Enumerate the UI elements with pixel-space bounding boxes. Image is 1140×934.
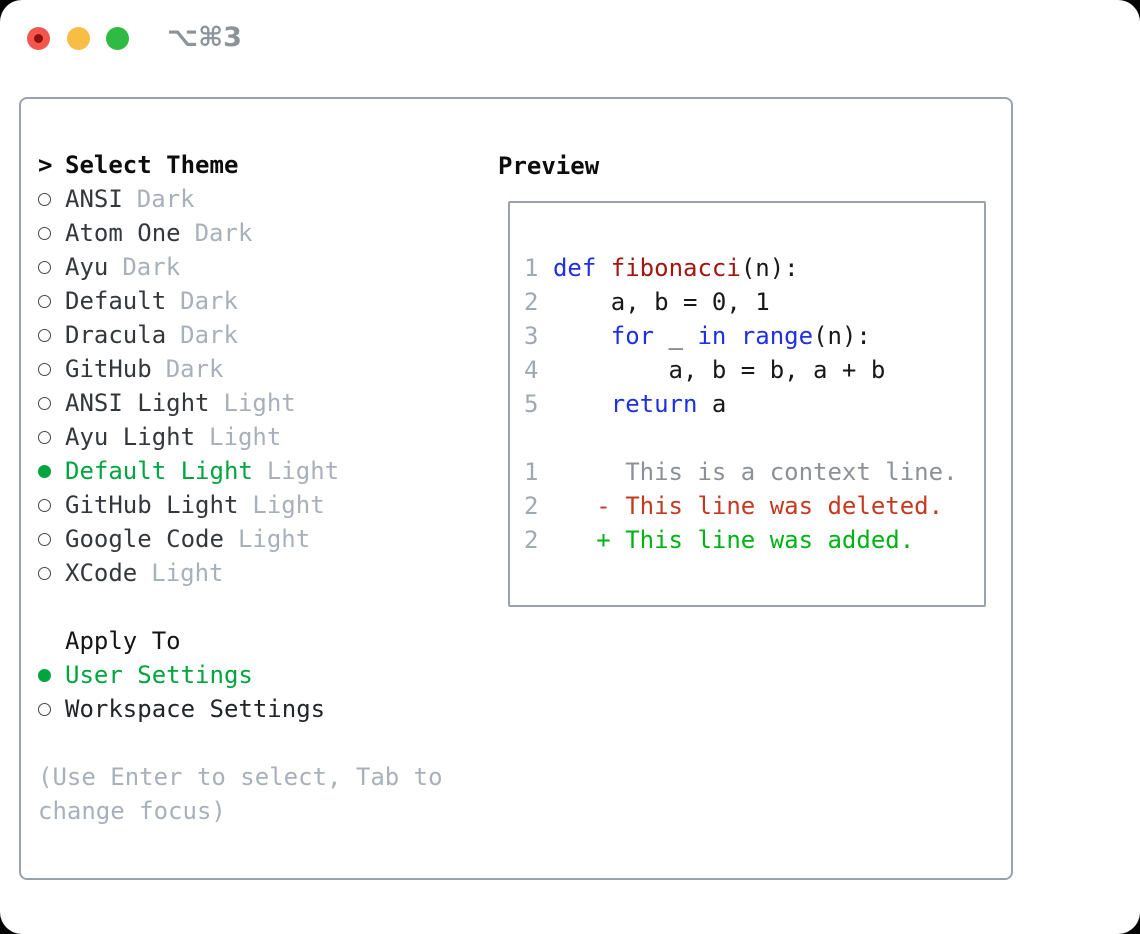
theme-variant-tag: Light — [237, 525, 311, 553]
theme-option-github-light[interactable]: GitHub Light Light — [38, 488, 339, 522]
minimize-button[interactable] — [67, 27, 90, 50]
radio-icon — [38, 260, 65, 274]
preview-line: 4 a, b = b, a + b — [524, 353, 984, 387]
theme-list-header: > Select Theme — [38, 148, 339, 182]
theme-name: ANSI — [65, 185, 123, 213]
preview-line: 1 This is a context line. — [524, 455, 984, 489]
radio-icon — [38, 192, 65, 206]
line-number: 1 — [524, 458, 539, 486]
radio-icon — [38, 702, 65, 716]
theme-option-ayu-light[interactable]: Ayu Light Light — [38, 420, 339, 454]
theme-option-ayu[interactable]: Ayu Dark — [38, 250, 339, 284]
radio-icon — [38, 566, 65, 580]
theme-name: Ayu — [65, 253, 109, 281]
apply-to-title: Apply To — [65, 627, 181, 655]
theme-option-ansi[interactable]: ANSI Dark — [38, 182, 339, 216]
line-number: 4 — [524, 356, 539, 384]
radio-icon — [38, 430, 65, 444]
preview-line: 5 return a — [524, 387, 984, 421]
theme-variant-tag: Light — [266, 457, 340, 485]
radio-icon — [38, 362, 65, 376]
preview-line: 3 for _ in range(n): — [524, 319, 984, 353]
theme-option-github[interactable]: GitHub Dark — [38, 352, 339, 386]
line-content: + This line was added. — [538, 526, 915, 554]
theme-name: GitHub Light — [65, 491, 239, 519]
theme-variant-tag: Light — [209, 423, 282, 451]
theme-name: Default — [65, 287, 167, 315]
theme-option-default[interactable]: Default Dark — [38, 284, 339, 318]
theme-name: Google Code — [65, 525, 224, 553]
line-content: a, b = 0, 1 — [538, 288, 770, 316]
theme-variant-tag: Light — [252, 491, 325, 519]
theme-option-xcode[interactable]: XCode Light — [38, 556, 339, 590]
radio-icon — [38, 328, 65, 342]
preview-line: 2 + This line was added. — [524, 523, 984, 557]
theme-option-ansi-light[interactable]: ANSI Light Light — [38, 386, 339, 420]
theme-option-default-light[interactable]: Default Light Light — [38, 454, 339, 488]
theme-variant-tag: Dark — [165, 355, 224, 383]
theme-name: GitHub — [65, 355, 152, 383]
line-number: 2 — [524, 288, 539, 316]
line-content: a, b = b, a + b — [538, 356, 886, 384]
radio-icon — [38, 226, 65, 240]
theme-name: Ayu Light — [65, 423, 196, 451]
keyboard-hint: (Use Enter to select, Tab to change focu… — [38, 763, 443, 825]
preview-line: 2 a, b = 0, 1 — [524, 285, 984, 319]
radio-icon — [38, 396, 65, 410]
apply-option-user-settings[interactable]: User Settings — [38, 658, 325, 692]
preview-title: Preview — [498, 152, 600, 180]
line-content: - This line was deleted. — [538, 492, 944, 520]
theme-list-title: Select Theme — [65, 151, 239, 179]
preview-line — [524, 421, 984, 455]
cursor-prompt-icon: > — [38, 151, 53, 179]
line-content: def fibonacci(n): — [552, 254, 799, 282]
theme-option-google-code[interactable]: Google Code Light — [38, 522, 339, 556]
theme-name: Dracula — [65, 321, 167, 349]
radio-selected-icon — [38, 668, 65, 682]
preview-line: 2 - This line was deleted. — [524, 489, 984, 523]
preview-line: 1 def fibonacci(n): — [524, 251, 984, 285]
apply-option-label: User Settings — [65, 661, 253, 689]
radio-icon — [38, 532, 65, 546]
line-content: return a — [610, 390, 727, 418]
theme-variant-tag: Light — [151, 559, 224, 587]
line-number: 5 — [524, 390, 539, 418]
theme-option-dracula[interactable]: Dracula Dark — [38, 318, 339, 352]
theme-variant-tag: Dark — [180, 321, 238, 349]
line-number: 3 — [524, 322, 539, 350]
theme-variant-tag: Dark — [122, 253, 181, 281]
theme-option-atom-one[interactable]: Atom One Dark — [38, 216, 339, 250]
theme-name: Default Light — [65, 457, 253, 485]
theme-name: Atom One — [65, 219, 181, 247]
theme-variant-tag: Dark — [194, 219, 253, 247]
theme-name: XCode — [65, 559, 138, 587]
apply-option-workspace-settings[interactable]: Workspace Settings — [38, 692, 325, 726]
apply-option-label: Workspace Settings — [65, 695, 326, 723]
theme-name: ANSI Light — [65, 389, 210, 417]
line-number: 2 — [524, 492, 539, 520]
window-title: ⌥⌘3 — [167, 22, 242, 53]
close-button[interactable] — [27, 27, 50, 50]
line-content: for _ in range(n): — [610, 322, 871, 350]
theme-variant-tag: Light — [223, 389, 296, 417]
theme-variant-tag: Dark — [180, 287, 238, 315]
line-content: This is a context line. — [538, 458, 958, 486]
radio-selected-icon — [38, 464, 65, 478]
zoom-button[interactable] — [106, 27, 129, 50]
radio-icon — [38, 294, 65, 308]
theme-variant-tag: Dark — [136, 185, 195, 213]
radio-icon — [38, 498, 65, 512]
line-number: 1 — [524, 254, 539, 282]
apply-to-header: Apply To — [38, 624, 325, 658]
line-number: 2 — [524, 526, 539, 554]
